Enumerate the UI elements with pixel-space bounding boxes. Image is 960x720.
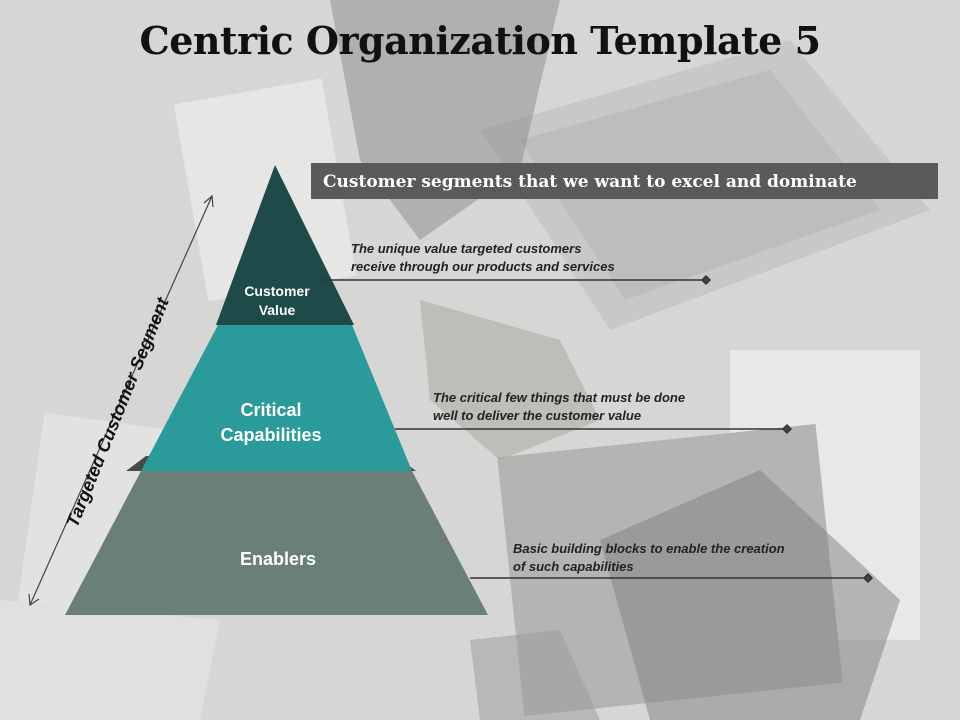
top-connector-diamond: [700, 274, 712, 286]
bottom-description-line1: Basic building blocks to enable the crea…: [513, 541, 785, 556]
middle-tier-label: Critical Capabilities: [181, 398, 361, 448]
middle-connector-diamond: [781, 423, 793, 435]
bottom-tier-description: Basic building blocks to enable the crea…: [513, 540, 785, 576]
page-title: Centric Organization Template 5: [139, 18, 821, 63]
segment-banner: Customer segments that we want to excel …: [311, 163, 938, 199]
hand-shape: [420, 300, 600, 460]
middle-tier-label-line1: Critical: [240, 400, 302, 420]
bottom-tier-label-line1: Enablers: [239, 549, 317, 569]
middle-description-line1: The critical few things that must be don…: [433, 390, 686, 405]
hand-shape: [0, 600, 220, 720]
top-tier-label-line2: Value: [258, 302, 296, 318]
top-tier: [216, 165, 354, 325]
bottom-description-line2: of such capabilities: [513, 559, 634, 574]
segment-axis-arrow: [28, 194, 214, 607]
bottom-tier: [65, 471, 488, 615]
middle-tier-label-line2: Capabilities: [220, 425, 322, 445]
hand-shape: [470, 630, 600, 720]
bottom-tier-label: Enablers: [178, 547, 378, 571]
middle-description-line2: well to deliver the customer value: [433, 408, 642, 423]
top-tier-label: Customer Value: [217, 282, 337, 320]
bottom-connector-diamond: [862, 572, 874, 584]
top-description-line2: receive through our products and service…: [351, 259, 615, 274]
middle-tier-description: The critical few things that must be don…: [433, 389, 685, 425]
top-tier-description: The unique value targeted customers rece…: [351, 240, 615, 276]
sleeve-shape: [600, 470, 900, 720]
top-tier-label-line1: Customer: [244, 283, 310, 299]
top-description-line1: The unique value targeted customers: [351, 241, 582, 256]
middle-tier: [141, 325, 412, 471]
